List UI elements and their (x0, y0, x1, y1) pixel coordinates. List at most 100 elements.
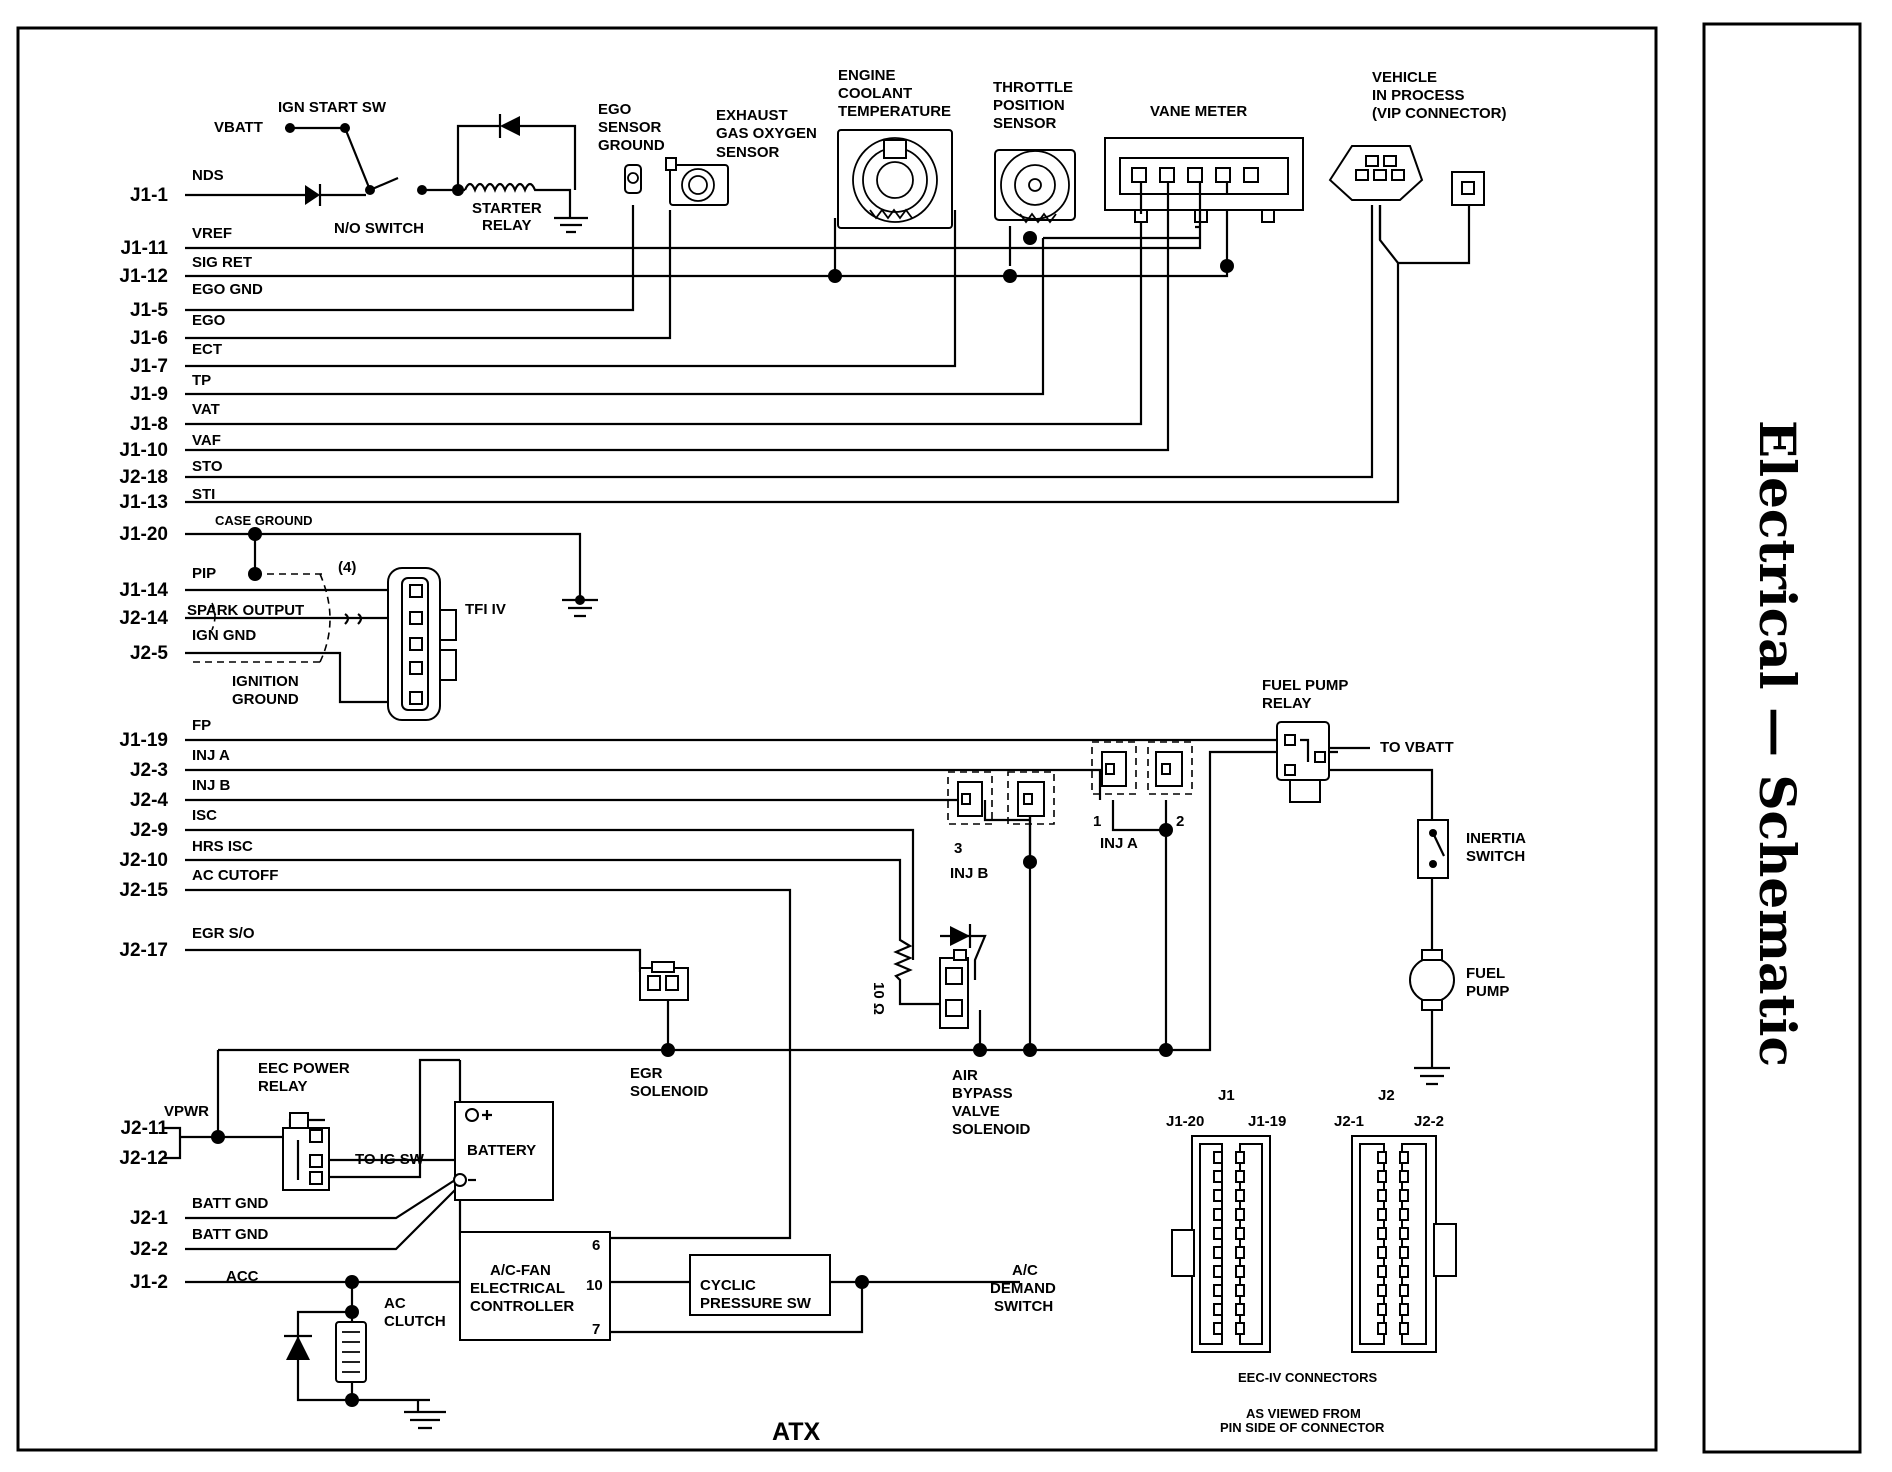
exhaust-label-1: EXHAUST (716, 107, 788, 124)
ac-demand-label-2: DEMAND (990, 1280, 1056, 1297)
signal-label-sig-ret: SIG RET (192, 254, 252, 271)
egr-solenoid-label-2: SOLENOID (630, 1083, 709, 1100)
pin-label-j2-18: J2-18 (119, 467, 168, 488)
signal-label-acc: ACC (226, 1268, 259, 1285)
pin-label-j2-15: J2-15 (119, 880, 168, 901)
j1-20-label: J1-20 (1166, 1113, 1204, 1130)
connector-pin-slot (1377, 1284, 1387, 1297)
connector-pin-slot (1377, 1246, 1387, 1259)
resistor-label: 10 Ω (870, 982, 887, 1015)
ect-label-3: TEMPERATURE (838, 103, 951, 120)
no-switch-label: N/O SWITCH (334, 220, 424, 237)
pin-label-j2-1: J2-1 (130, 1208, 168, 1229)
schematic-frame (16, 26, 1658, 1452)
fuel-pump-relay (1276, 721, 1330, 803)
signal-label-ac-cutoff: AC CUTOFF (192, 867, 278, 884)
fuel-pump-relay-label-2: RELAY (1262, 695, 1311, 712)
ego-label-1: EGO (598, 101, 632, 118)
as-viewed-label-1: AS VIEWED FROM (1246, 1406, 1361, 1421)
connector-pin-slot (1377, 1151, 1387, 1164)
fuel-pump-relay-label-1: FUEL PUMP (1262, 677, 1348, 694)
connector-pin-slot (1213, 1322, 1223, 1335)
connector-pin-slot (1235, 1246, 1245, 1259)
connector-pin-slot (1235, 1170, 1245, 1183)
starter-relay-label-2: RELAY (482, 217, 531, 234)
fuel-pump-label-1: FUEL (1466, 965, 1505, 982)
tps-label-2: POSITION (993, 97, 1065, 114)
ac-demand-label-3: SWITCH (994, 1298, 1053, 1315)
pin-label-j2-3: J2-3 (130, 760, 168, 781)
pin-label-j2-5: J2-5 (130, 643, 168, 664)
battery-label: BATTERY (467, 1142, 536, 1159)
connector-pin-slot (1399, 1246, 1409, 1259)
signal-label-vpwr: VPWR (164, 1103, 209, 1120)
pin-label-j1-20: J1-20 (119, 524, 168, 545)
connector-pin-slot (1399, 1265, 1409, 1278)
signal-label-sti: STI (192, 486, 215, 503)
vane-meter-label: VANE METER (1150, 103, 1247, 120)
connector-pin-slot (1235, 1265, 1245, 1278)
vip-label-2: IN PROCESS (1372, 87, 1465, 104)
abv-label-2: BYPASS (952, 1085, 1013, 1102)
cyclic-pressure-switch (689, 1254, 831, 1316)
ego-label-3: GROUND (598, 137, 665, 154)
to-ig-sw-label: TO IG SW (355, 1151, 425, 1168)
injector-b-3 (947, 771, 993, 825)
ac-clutch-label-1: AC (384, 1295, 406, 1312)
signal-label-fp: FP (192, 717, 211, 734)
injector-a-2 (1147, 741, 1193, 795)
cyclic-label-1: CYCLIC (700, 1277, 756, 1294)
signal-label-batt-gnd: BATT GND (192, 1226, 269, 1243)
air-bypass-valve-solenoid (939, 949, 969, 1029)
signal-label-pip: PIP (192, 565, 216, 582)
connector-pin-slot (1235, 1208, 1245, 1221)
inj-b-label: INJ B (950, 865, 989, 882)
eec-power-relay (282, 1112, 330, 1191)
connector-pin-slot (1399, 1303, 1409, 1316)
inj-num-3: 3 (954, 840, 962, 857)
ign-start-sw-label: IGN START SW (278, 99, 387, 116)
j2-2-label: J2-2 (1414, 1113, 1444, 1130)
connector-pin-slot (1235, 1322, 1245, 1335)
throttle-position-sensor (994, 149, 1076, 224)
page-title: Electrical — Schematic (1748, 420, 1807, 1067)
pin-label-j2-2: J2-2 (130, 1239, 168, 1260)
inj-a-label: INJ A (1100, 835, 1138, 852)
eec-iv-connector-j2 (1351, 1135, 1457, 1353)
connector-pin-slot (1377, 1170, 1387, 1183)
connector-pin-slot (1235, 1227, 1245, 1240)
controller-pin-7: 7 (592, 1321, 600, 1338)
inertia-label-1: INERTIA (1466, 830, 1526, 847)
ego-ground-connector (624, 164, 642, 194)
pin-label-j1-12: J1-12 (119, 266, 168, 287)
engine-coolant-temperature-sensor (837, 129, 953, 229)
pin-label-j1-2: J1-2 (130, 1272, 168, 1293)
abv-label-3: VALVE (952, 1103, 1000, 1120)
eec-iv-connector-j1 (1171, 1135, 1271, 1353)
pin-label-j2-14: J2-14 (119, 608, 168, 629)
inertia-switch (1417, 819, 1449, 879)
as-viewed-label-2: PIN SIDE OF CONNECTOR (1220, 1420, 1385, 1435)
pin-label-j1-9: J1-9 (130, 384, 168, 405)
pin-label-j2-4: J2-4 (130, 790, 168, 811)
signal-label-vaf: VAF (192, 432, 221, 449)
pin-label-j2-9: J2-9 (130, 820, 168, 841)
controller-label-1: A/C-FAN (490, 1262, 551, 1279)
connector-pin-slot (1235, 1303, 1245, 1316)
controller-label-2: ELECTRICAL (470, 1280, 565, 1297)
component-labels: VBATT IGN START SW N/O SWITCH STARTER RE… (214, 67, 1526, 1446)
connector-pin-slot (1377, 1189, 1387, 1202)
exhaust-label-2: GAS OXYGEN (716, 125, 817, 142)
vip-label-1: VEHICLE (1372, 69, 1437, 86)
inj-num-2: 2 (1176, 813, 1184, 830)
exhaust-label-3: SENSOR (716, 144, 780, 161)
signal-label-nds: NDS (192, 167, 224, 184)
eec-relay-label-1: EEC POWER (258, 1060, 350, 1077)
controller-label-3: CONTROLLER (470, 1298, 574, 1315)
connector-pin-slot (1399, 1208, 1409, 1221)
connector-pin-slot (1377, 1265, 1387, 1278)
tfi-iv-module (387, 567, 457, 721)
pin-label-j1-11: J1-11 (120, 238, 168, 259)
components (282, 129, 1485, 1383)
